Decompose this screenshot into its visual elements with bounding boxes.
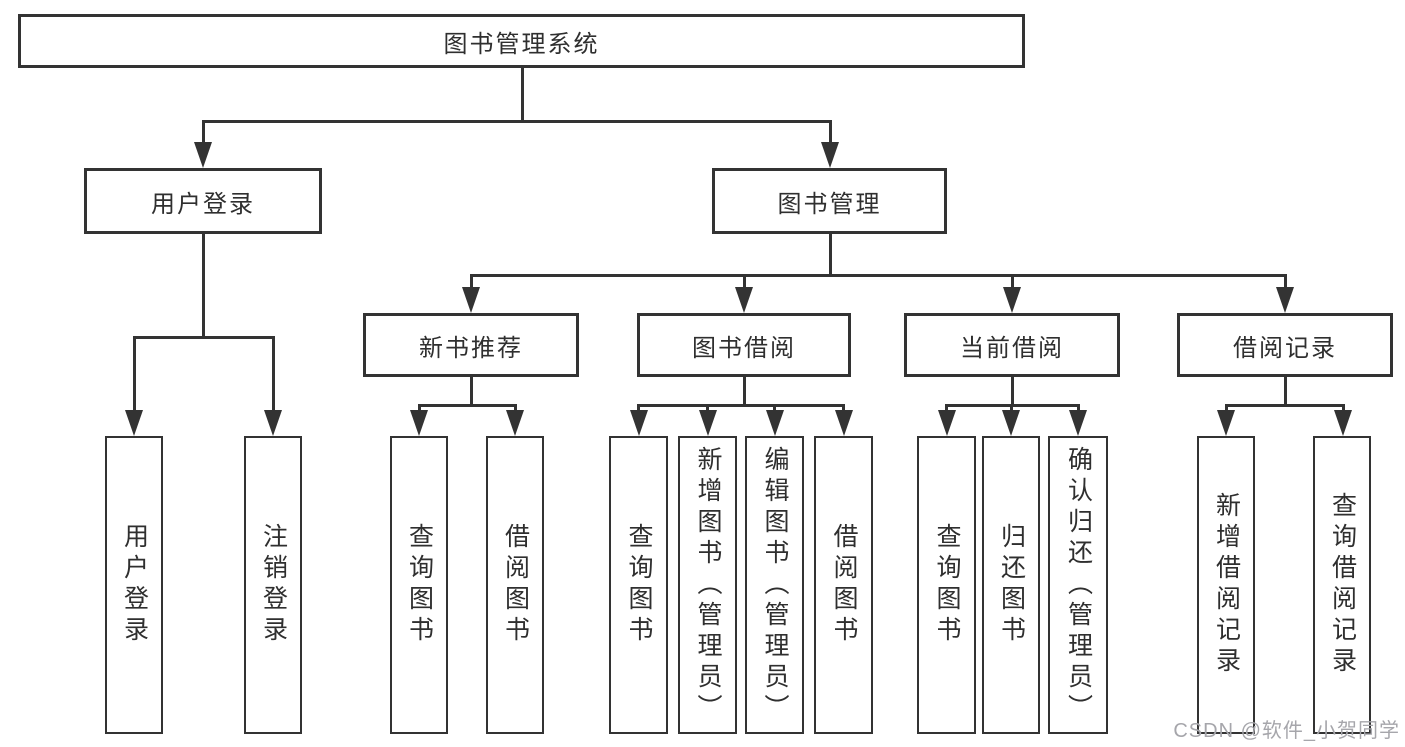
leaf-cb-confirm-return-admin-label: 确认归还（管理员） (1064, 445, 1093, 725)
node-root: 图书管理系统 (18, 14, 1025, 68)
leaf-bb-edit-books-admin: 编辑图书（管理员） (745, 436, 804, 734)
connector-drop-br-leaf2 (1341, 404, 1345, 414)
connector-drop-nb-leaf1 (417, 404, 421, 414)
arrowhead-current-borrowing (1003, 287, 1021, 313)
connector-user-login-hbar (132, 336, 275, 339)
arrowhead-cb-leaf2 (1002, 410, 1020, 436)
leaf-user-login: 用户登录 (105, 436, 163, 734)
leaf-bb-borrow-books-label: 借阅图书 (830, 523, 858, 647)
connector-drop-logout-leaf (271, 336, 275, 412)
node-current-borrowing-label: 当前借阅 (960, 334, 1064, 362)
leaf-nb-borrow-books-label: 借阅图书 (501, 523, 530, 647)
connector-book-management-hbar (469, 274, 1287, 277)
node-user-login-label: 用户登录 (151, 190, 255, 218)
arrowhead-cb-leaf3 (1069, 410, 1087, 436)
leaf-bb-add-books-admin-label: 新增图书（管理员） (694, 445, 722, 725)
connector-root-hbar (201, 120, 832, 123)
arrowhead-bb-leaf2 (699, 410, 717, 436)
connector-records-hbar (1224, 404, 1345, 407)
leaf-bb-edit-books-admin-label: 编辑图书（管理员） (761, 445, 789, 725)
arrowhead-user-login (194, 142, 212, 168)
connector-drop-book-management (828, 120, 832, 144)
arrowhead-login-leaf (125, 410, 143, 436)
node-book-borrowing-label: 图书借阅 (692, 334, 796, 362)
leaf-cb-query-books-label: 查询图书 (933, 523, 961, 647)
connector-drop-br-leaf1 (1224, 404, 1228, 414)
node-new-book-recommend-label: 新书推荐 (419, 334, 523, 362)
connector-drop-book-borrowing (742, 274, 746, 289)
node-current-borrowing: 当前借阅 (904, 313, 1120, 377)
node-book-management-label: 图书管理 (777, 190, 882, 218)
arrowhead-new-book (462, 287, 480, 313)
connector-drop-current-borrowing (1010, 274, 1014, 289)
arrowhead-bb-leaf4 (835, 410, 853, 436)
connector-current-hbar (945, 404, 1080, 407)
arrowhead-borrowing-records (1276, 287, 1294, 313)
arrowhead-bb-leaf1 (630, 410, 648, 436)
leaf-nb-query-books-label: 查询图书 (405, 523, 434, 647)
node-book-borrowing: 图书借阅 (637, 313, 851, 377)
connector-user-login-stem (201, 234, 205, 336)
arrowhead-nb-leaf1 (410, 410, 428, 436)
connector-borrowing-stem (742, 377, 746, 404)
leaf-br-query-record: 查询借阅记录 (1313, 436, 1371, 734)
node-new-book-recommend: 新书推荐 (363, 313, 579, 377)
leaf-bb-add-books-admin: 新增图书（管理员） (678, 436, 737, 734)
connector-borrowing-hbar (637, 404, 845, 407)
leaf-user-login-label: 用户登录 (120, 523, 149, 647)
leaf-br-add-record-label: 新增借阅记录 (1212, 492, 1241, 678)
node-borrowing-records-label: 借阅记录 (1233, 334, 1337, 362)
connector-current-stem (1010, 377, 1014, 404)
connector-drop-cb-leaf1 (945, 404, 948, 414)
arrowhead-br-leaf2 (1334, 410, 1352, 436)
node-book-management: 图书管理 (712, 168, 947, 234)
leaf-cb-query-books: 查询图书 (917, 436, 976, 734)
leaf-nb-query-books: 查询图书 (390, 436, 448, 734)
connector-drop-user-login (201, 120, 205, 144)
leaf-cb-return-books: 归还图书 (982, 436, 1040, 734)
arrowhead-book-management (821, 142, 839, 168)
connector-new-book-stem (469, 377, 473, 404)
csdn-watermark: CSDN @软件_小贺同学 (1173, 720, 1400, 742)
connector-drop-cb-leaf2 (1009, 404, 1013, 414)
leaf-cb-return-books-label: 归还图书 (997, 523, 1026, 647)
node-borrowing-records: 借阅记录 (1177, 313, 1393, 377)
leaf-bb-borrow-books: 借阅图书 (814, 436, 873, 734)
connector-drop-nb-leaf2 (513, 404, 517, 414)
connector-drop-new-book (469, 274, 473, 289)
connector-drop-bb-leaf1 (637, 404, 640, 414)
connector-drop-bb-leaf4 (842, 404, 845, 414)
connector-records-stem (1283, 377, 1287, 404)
connector-drop-bb-leaf2 (706, 404, 709, 414)
connector-drop-borrowing-records (1283, 274, 1287, 289)
connector-new-book-hbar (417, 404, 517, 407)
arrowhead-logout-leaf (264, 410, 282, 436)
leaf-bb-query-books-label: 查询图书 (625, 523, 653, 647)
arrowhead-nb-leaf2 (506, 410, 524, 436)
leaf-bb-query-books: 查询图书 (609, 436, 668, 734)
connector-drop-cb-leaf3 (1076, 404, 1080, 414)
connector-root-stem (520, 68, 524, 120)
arrowhead-book-borrowing (735, 287, 753, 313)
node-user-login: 用户登录 (84, 168, 322, 234)
node-root-label: 图书管理系统 (443, 30, 600, 58)
arrowhead-br-leaf1 (1217, 410, 1235, 436)
leaf-cb-confirm-return-admin: 确认归还（管理员） (1048, 436, 1108, 734)
connector-drop-bb-leaf3 (773, 404, 776, 414)
connector-book-management-stem (828, 234, 832, 274)
leaf-br-add-record: 新增借阅记录 (1197, 436, 1255, 734)
leaf-logout: 注销登录 (244, 436, 302, 734)
leaf-br-query-record-label: 查询借阅记录 (1328, 492, 1357, 678)
leaf-nb-borrow-books: 借阅图书 (486, 436, 544, 734)
arrowhead-bb-leaf3 (766, 410, 784, 436)
connector-drop-login-leaf (132, 336, 136, 412)
arrowhead-cb-leaf1 (938, 410, 956, 436)
leaf-logout-label: 注销登录 (259, 523, 288, 647)
